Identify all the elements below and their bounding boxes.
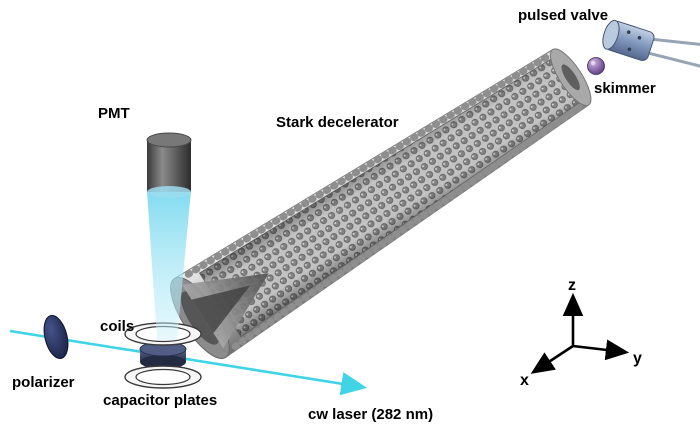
stark-decelerator bbox=[170, 48, 592, 359]
axis-y bbox=[572, 339, 630, 361]
coordinate-axes bbox=[530, 292, 630, 374]
axis-x bbox=[530, 344, 574, 374]
skimmer bbox=[587, 57, 605, 75]
pulsed-valve bbox=[602, 19, 700, 69]
polarizer bbox=[43, 314, 69, 360]
decelerator-entrance-aperture bbox=[180, 291, 220, 345]
coil-bottom bbox=[124, 365, 202, 389]
pmt-assembly bbox=[146, 132, 192, 340]
decelerator-entrance-horn-inner bbox=[191, 285, 251, 334]
decelerator-rod-shading bbox=[199, 58, 580, 337]
valve-screw-1 bbox=[626, 30, 631, 34]
skimmer-highlight bbox=[590, 60, 596, 66]
valve-screw-2 bbox=[637, 35, 642, 40]
valve-screw-3 bbox=[627, 47, 632, 52]
pmt-light-cone bbox=[147, 191, 191, 340]
label-capacitor-plates: capacitor plates bbox=[103, 392, 217, 409]
decelerator-rim-bottom bbox=[231, 102, 586, 350]
pmt-top-cap bbox=[146, 132, 192, 148]
capacitor-plates bbox=[139, 341, 187, 369]
label-stark-decelerator: Stark decelerator bbox=[276, 114, 399, 131]
decelerator-exit-aperture bbox=[561, 64, 580, 91]
label-cw-laser: cw laser (282 nm) bbox=[308, 406, 433, 423]
skimmer-sphere bbox=[587, 57, 605, 75]
axis-z-label: z bbox=[568, 277, 576, 294]
valve-face bbox=[602, 19, 620, 50]
label-polarizer: polarizer bbox=[12, 374, 75, 391]
valve-tube-2 bbox=[644, 50, 700, 69]
label-skimmer: skimmer bbox=[594, 80, 656, 97]
pmt-window bbox=[147, 186, 191, 198]
axis-y-label: y bbox=[633, 350, 642, 367]
label-pulsed-valve: pulsed valve bbox=[518, 7, 608, 24]
pmt-body bbox=[147, 140, 191, 192]
decelerator-rim-top bbox=[184, 51, 553, 278]
label-coils: coils bbox=[100, 318, 134, 335]
polarizer-disc bbox=[43, 314, 69, 360]
label-pmt: PMT bbox=[98, 105, 130, 122]
axis-x-label: x bbox=[520, 372, 529, 389]
capacitor-bottom bbox=[140, 355, 186, 369]
valve-tube-1 bbox=[649, 37, 700, 47]
